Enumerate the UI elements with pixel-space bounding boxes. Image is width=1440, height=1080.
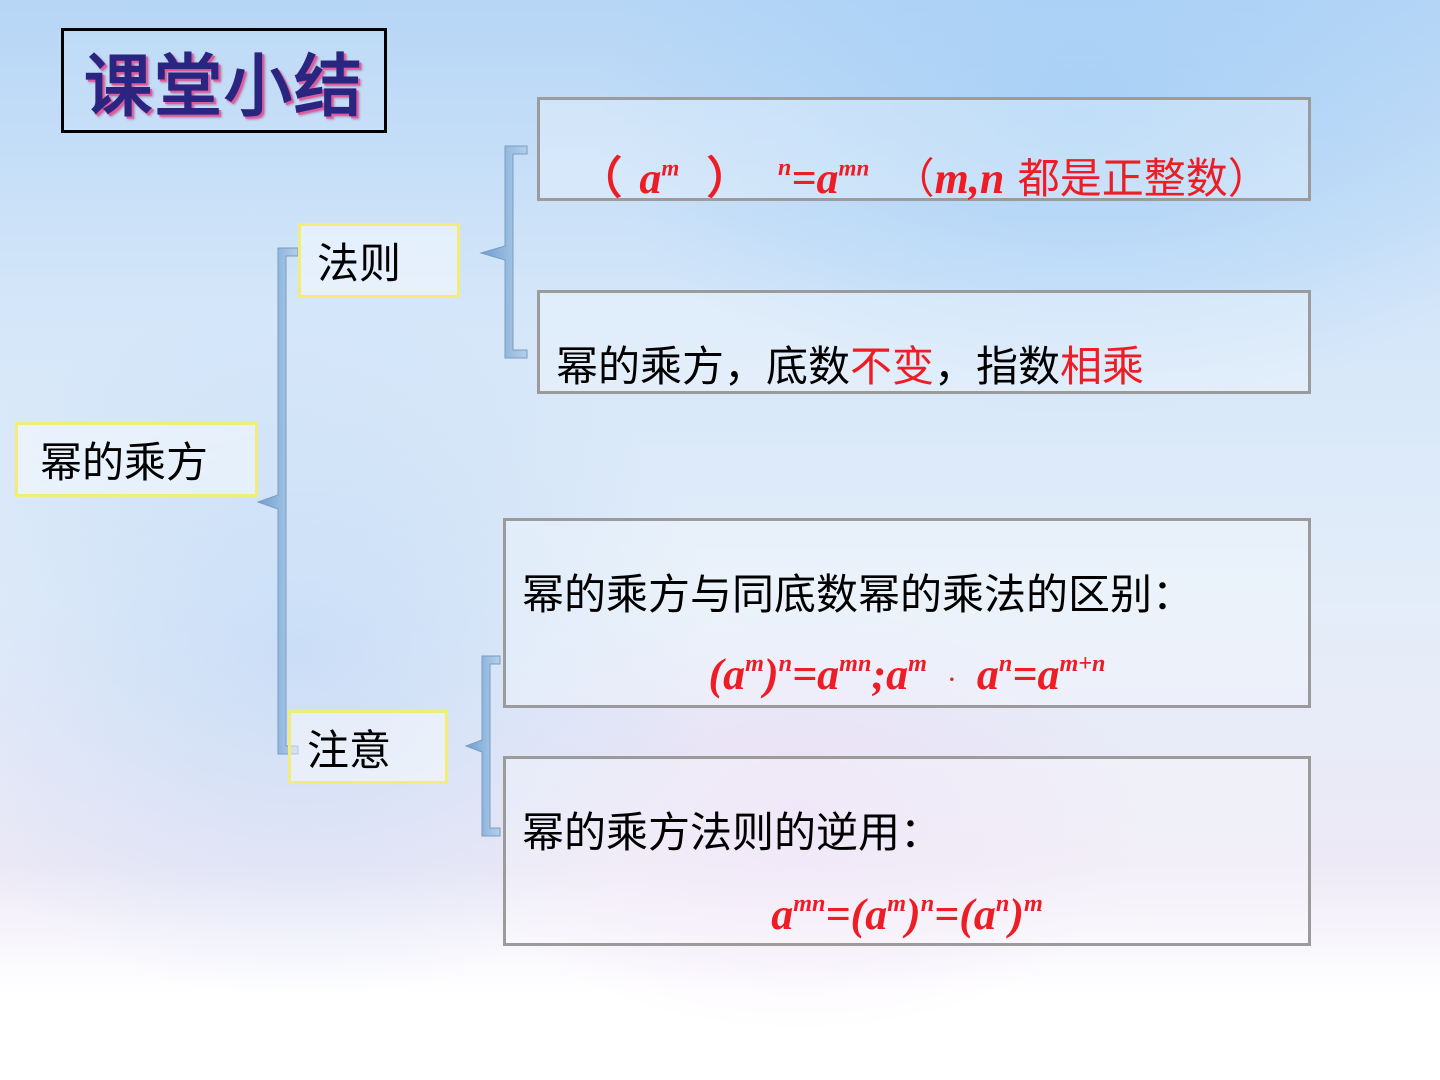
f2-t6: =(a [934,890,996,939]
formula-exp-n: n [778,155,792,181]
f2-t1: mn [793,889,826,917]
formula-equals: =a [791,154,839,203]
main-bracket [256,247,299,755]
f1-t6: ;a [871,650,909,699]
note-bracket [464,655,501,837]
f1-t5: mn [839,649,872,677]
rule-label: 法则 [317,239,402,288]
f1-t1: m [745,649,764,677]
f1-t11: =a [1012,650,1060,699]
f2-t0: a [771,890,794,939]
rule-bracket [479,145,528,359]
rule-text-part1: 幂的乘方，底数 [556,342,851,391]
note-difference-formula: (am)n=amn;am·an=am+n [506,649,1308,700]
f1-t4: =a [792,650,840,699]
f1-t2: ) [763,650,779,699]
f2-t8: ) [1009,890,1024,939]
condition-vars: m,n [934,154,1005,203]
rule-text-highlight2: 相乘 [1060,342,1145,391]
f1-t9: a [976,650,999,699]
f2-t2: =(a [825,890,888,939]
title-box: 课堂小结 [61,28,387,133]
f2-t4: ) [906,890,921,939]
f1-t12: m+n [1059,649,1106,677]
f1-t10: n [998,649,1013,677]
formula-close-paren: ） [706,154,751,203]
note-reverse-text: 幂的乘方法则的逆用： [522,808,943,857]
rule-text-box: 幂的乘方，底数不变，指数相乘 [537,290,1311,394]
note-label-box: 注意 [288,710,448,784]
f2-t7: n [995,889,1010,917]
note-reverse-formula: amn=(am)n=(an)m [506,889,1308,940]
note-label: 注意 [307,725,392,775]
condition-open: （ [892,154,935,203]
slide-title: 课堂小结 [83,47,364,127]
rule-formula: （ am ） n=amn （m,n 都是正整数） [578,142,1270,206]
note-difference-box: 幂的乘方与同底数幂的乘法的区别： (am)n=amn;am·an=am+n [503,518,1311,708]
formula-exp-m: m [661,154,680,181]
f2-t9: m [1023,889,1043,917]
f1-t0: (a [708,650,746,699]
rule-text: 幂的乘方，底数不变，指数相乘 [556,333,1144,394]
rule-text-part2: ，指数 [934,342,1061,391]
formula-exp-mn: mn [838,154,870,181]
note-difference-text: 幂的乘方与同底数幂的乘法的区别： [522,570,1195,619]
rule-label-box: 法则 [298,223,460,298]
main-label: 幂的乘方 [40,438,209,487]
main-label-box: 幂的乘方 [15,422,258,497]
formula-open-paren: （ [578,154,622,203]
rule-formula-box: （ am ） n=amn （m,n 都是正整数） [537,97,1311,203]
f1-t3: n [778,649,793,677]
f2-t3: m [887,889,907,917]
f1-dot: · [946,663,957,696]
rule-text-highlight1: 不变 [850,342,935,391]
f1-t7: m [908,649,927,677]
condition-text: 都是正整数） [1004,154,1270,203]
f2-t5: n [920,889,935,917]
formula-base: a [639,154,662,203]
note-reverse-box: 幂的乘方法则的逆用： amn=(am)n=(an)m [503,756,1311,946]
